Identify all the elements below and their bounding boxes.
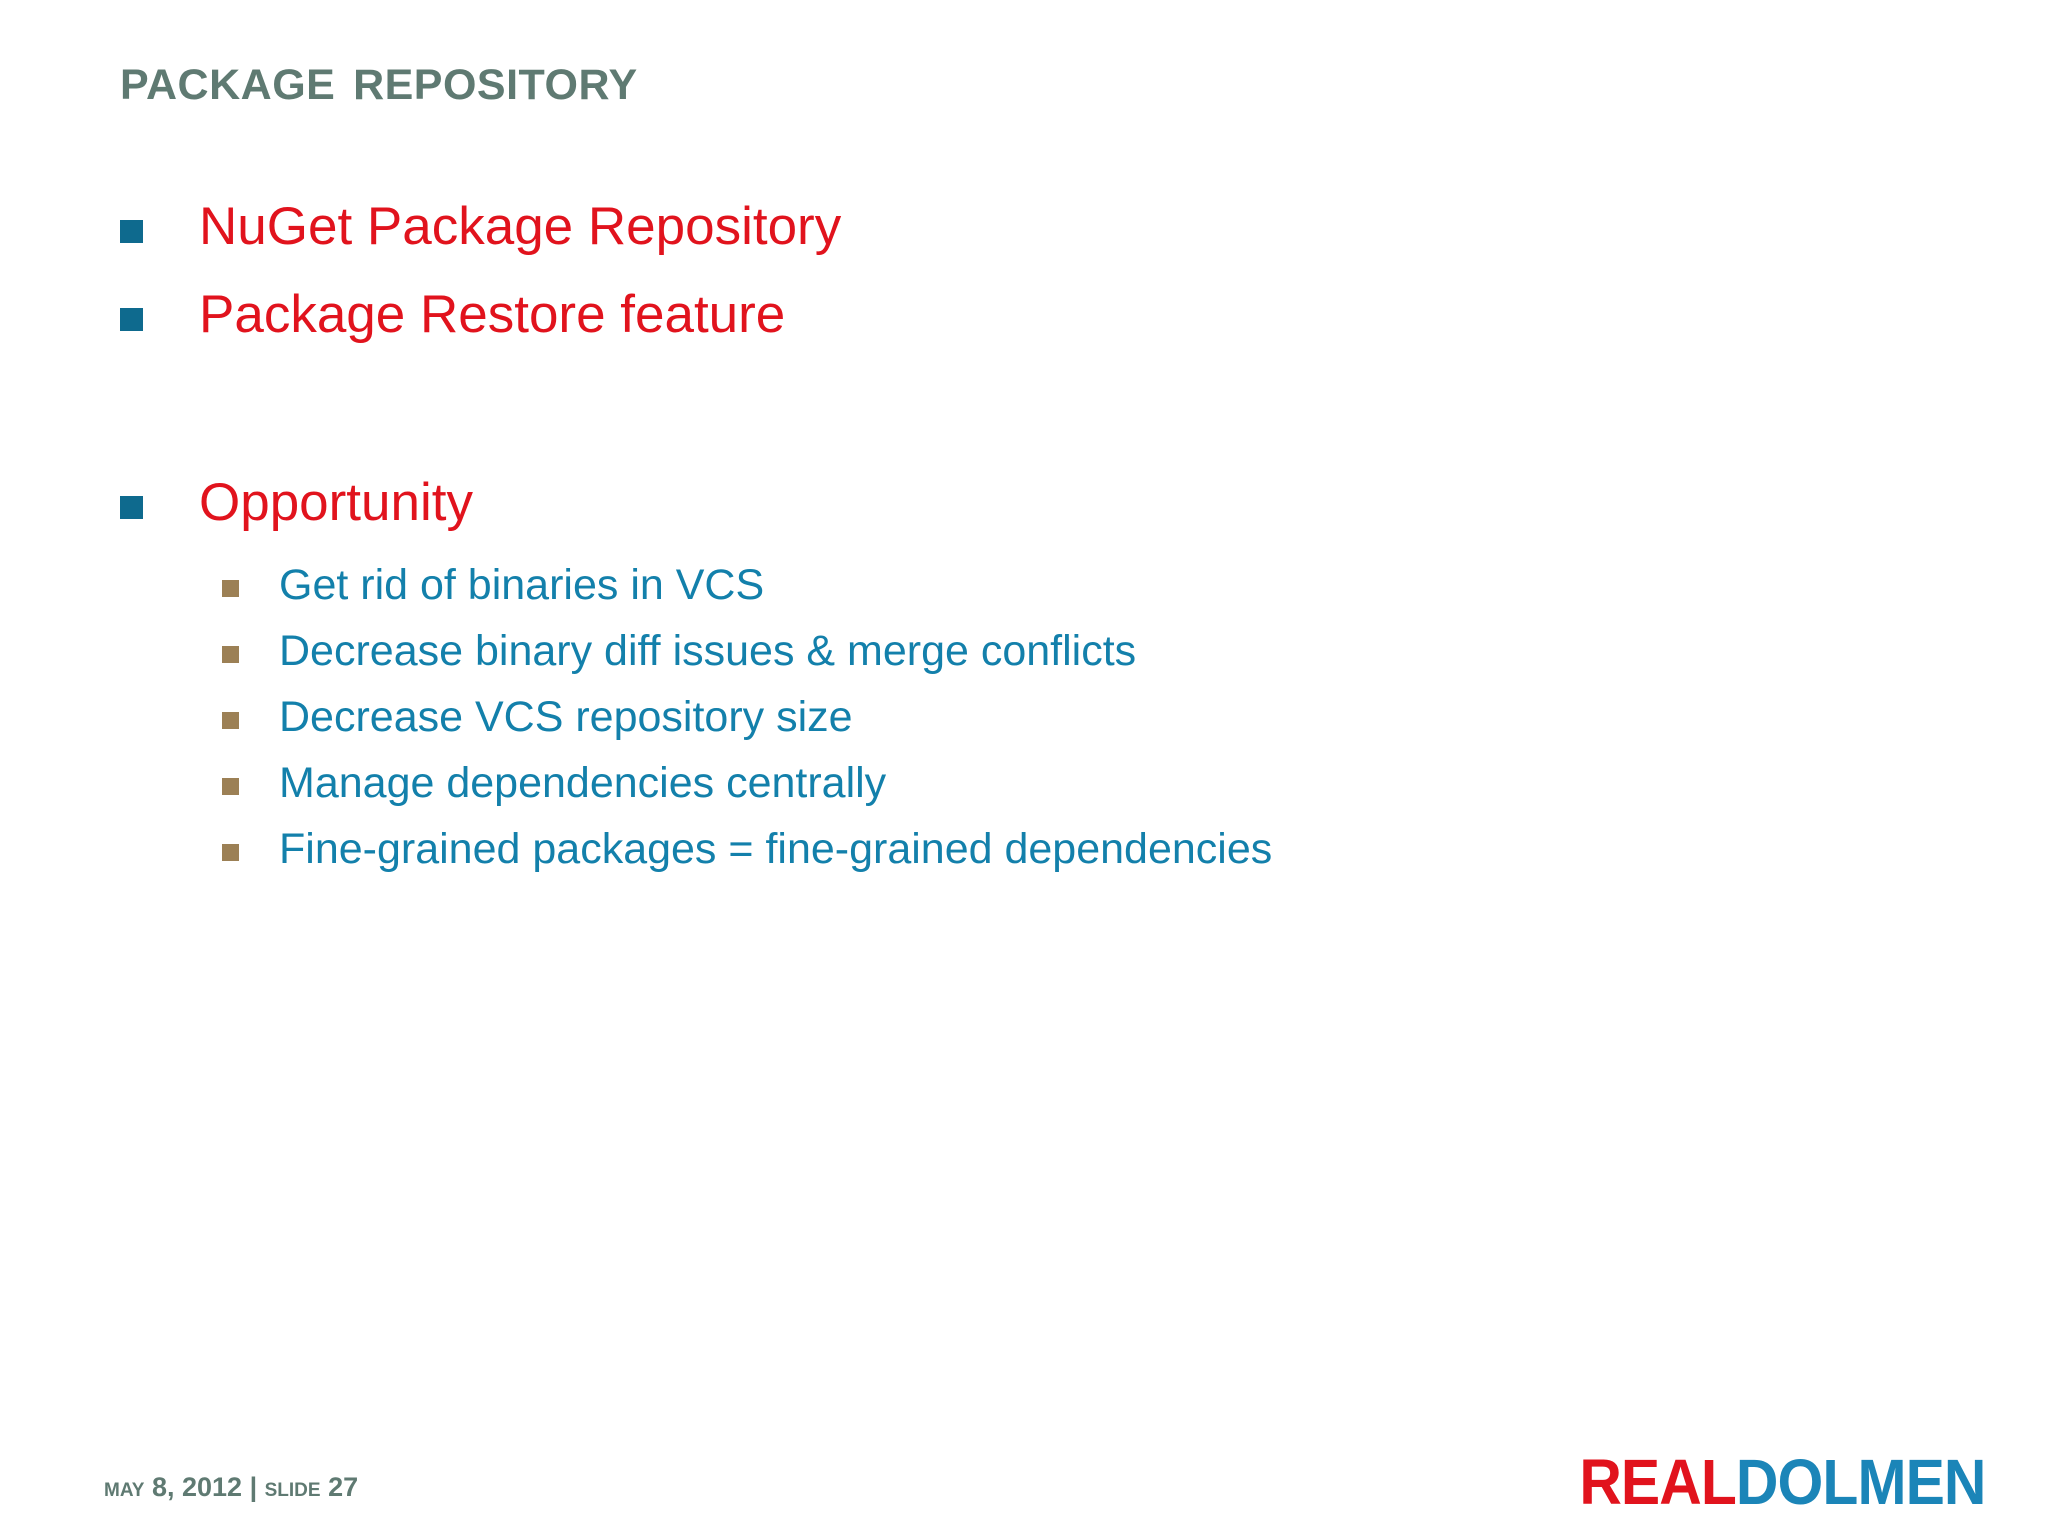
square-bullet-icon bbox=[222, 712, 239, 729]
page-title: Package Repository bbox=[120, 44, 638, 113]
bullet-label: Opportunity bbox=[199, 473, 473, 532]
logo-text-dolmen: DOLMEN bbox=[1736, 1446, 1987, 1518]
sub-bullet-list: Get rid of binaries in VCS Decrease bina… bbox=[222, 554, 1940, 880]
bullet-item-nuget-package-repository: NuGet Package Repository bbox=[120, 190, 1940, 264]
realdolmen-logo: REALDOLMEN bbox=[1579, 1446, 1987, 1518]
square-bullet-icon bbox=[120, 496, 143, 519]
sub-bullet-item-decrease-binary-diff-issues: Decrease binary diff issues & merge conf… bbox=[222, 620, 1940, 682]
sub-bullet-label: Decrease binary diff issues & merge conf… bbox=[279, 627, 1137, 675]
bullet-label: NuGet Package Repository bbox=[199, 197, 842, 256]
logo-text-real: REAL bbox=[1579, 1446, 1738, 1518]
sub-bullet-item-get-rid-of-binaries: Get rid of binaries in VCS bbox=[222, 554, 1940, 616]
sub-bullet-item-manage-dependencies-centrally: Manage dependencies centrally bbox=[222, 752, 1940, 814]
sub-bullet-label: Manage dependencies centrally bbox=[279, 759, 887, 807]
sub-bullet-label: Get rid of binaries in VCS bbox=[279, 561, 765, 609]
square-bullet-icon bbox=[222, 646, 239, 663]
sub-bullet-item-decrease-vcs-repository-size: Decrease VCS repository size bbox=[222, 686, 1940, 748]
bullet-item-package-restore-feature: Package Restore feature bbox=[120, 278, 1940, 352]
bullet-item-opportunity: Opportunity bbox=[120, 466, 1940, 540]
bullet-label: Package Restore feature bbox=[199, 285, 786, 344]
blank-line-spacer bbox=[120, 366, 1940, 466]
sub-bullet-item-fine-grained-packages: Fine-grained packages = fine-grained dep… bbox=[222, 818, 1940, 880]
square-bullet-icon bbox=[222, 844, 239, 861]
sub-bullet-label: Fine-grained packages = fine-grained dep… bbox=[279, 825, 1273, 873]
slide-body: NuGet Package Repository Package Restore… bbox=[120, 190, 1940, 884]
sub-bullet-label: Decrease VCS repository size bbox=[279, 693, 853, 741]
footer-date-slide-number: May 8, 2012 | Slide 27 bbox=[104, 1472, 359, 1502]
square-bullet-icon bbox=[120, 220, 143, 243]
square-bullet-icon bbox=[222, 580, 239, 597]
square-bullet-icon bbox=[120, 308, 143, 331]
square-bullet-icon bbox=[222, 778, 239, 795]
